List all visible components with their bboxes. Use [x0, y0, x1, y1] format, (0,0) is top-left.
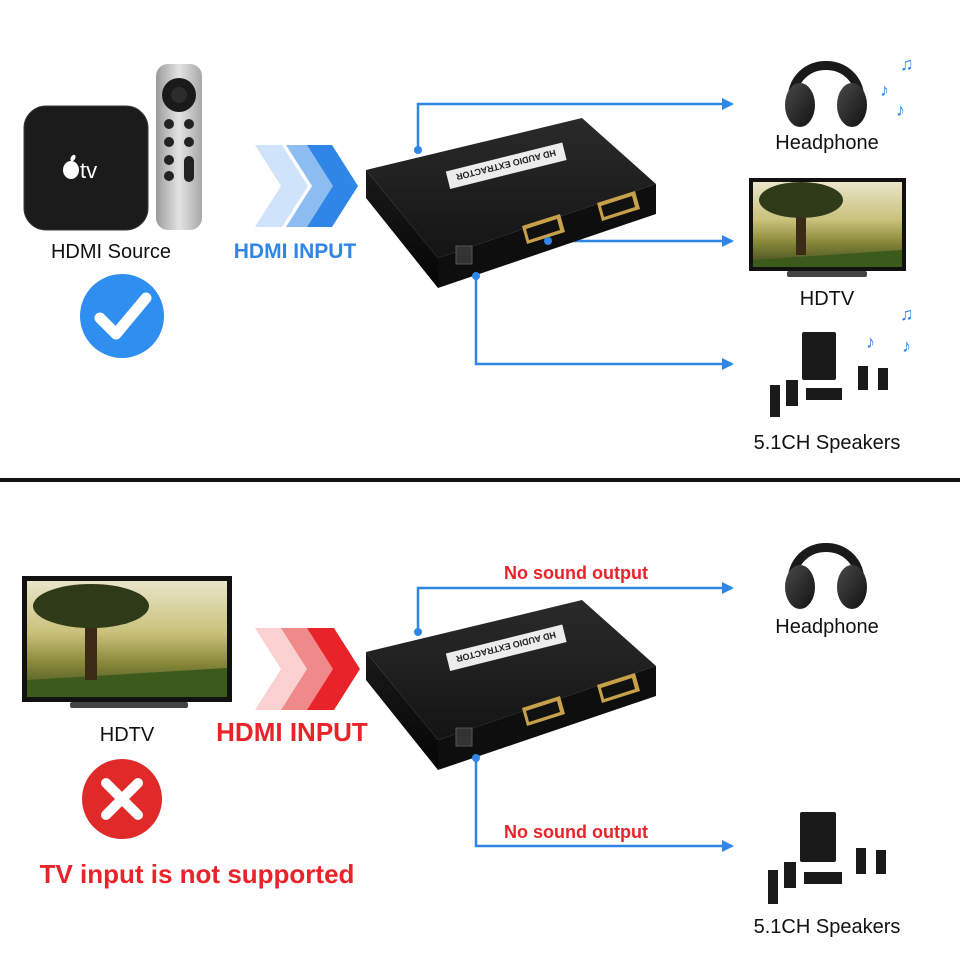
line-to-headphone	[416, 98, 734, 150]
headphone-icon	[785, 61, 867, 127]
svg-text:♪: ♪	[902, 336, 911, 356]
hdmi-port-icon	[597, 191, 640, 221]
line-to-speakers	[474, 758, 734, 852]
line-to-speakers	[474, 276, 734, 370]
hdmi-port-icon	[522, 214, 565, 244]
input-label: HDMI INPUT	[234, 240, 357, 263]
headphone-label: Headphone	[775, 132, 878, 154]
audio-extractor-device: HD AUDIO EXTRACTOR	[366, 118, 656, 288]
hdtv-source-icon	[22, 576, 232, 708]
headphone-icon	[785, 543, 867, 609]
source-label: HDMI Source	[51, 241, 171, 263]
svg-text:♪: ♪	[866, 332, 875, 352]
hdtv-icon	[749, 178, 906, 277]
line-to-headphone	[416, 582, 734, 632]
svg-text:♪: ♪	[896, 100, 905, 120]
input-chevrons-icon	[255, 145, 358, 227]
hdmi-port-icon	[522, 696, 565, 726]
hdtv-label: HDTV	[800, 288, 855, 310]
section-divider	[0, 478, 960, 482]
bottom-section: HDTV TV input is not supported HDMI INPU…	[22, 543, 901, 938]
source-label: HDTV	[100, 724, 155, 746]
music-notes-icon: ♪ ♫ ♪	[880, 54, 914, 120]
top-section: tv HDMI Source HDMI INPUT	[23, 54, 914, 454]
svg-text:♪: ♪	[880, 80, 889, 100]
output-lines	[416, 98, 734, 370]
input-label: HDMI INPUT	[216, 717, 368, 747]
check-icon	[80, 274, 164, 358]
cross-icon	[82, 759, 162, 839]
optical-port-icon	[455, 245, 473, 265]
input-chevrons-icon	[255, 628, 360, 710]
output-lines	[416, 582, 734, 852]
headphone-label: Headphone	[775, 616, 878, 638]
audio-extractor-device: HD AUDIO EXTRACTOR	[366, 600, 656, 770]
music-notes-icon: ♪ ♫ ♪	[866, 304, 914, 356]
svg-text:♫: ♫	[900, 304, 914, 324]
no-sound-label: No sound output	[504, 822, 648, 842]
svg-text:♫: ♫	[900, 54, 914, 74]
warning-text: TV input is not supported	[40, 859, 355, 889]
speakers-icon	[768, 812, 886, 904]
speakers-icon	[770, 332, 888, 417]
apple-tv-box: tv	[23, 105, 149, 231]
remote-control	[156, 64, 202, 230]
speakers-label: 5.1CH Speakers	[754, 916, 901, 938]
optical-port-icon	[455, 727, 473, 747]
hdmi-port-icon	[597, 673, 640, 703]
apple-logo-icon	[63, 154, 79, 179]
apple-tv-text: tv	[80, 158, 97, 183]
no-sound-label: No sound output	[504, 563, 648, 583]
speakers-label: 5.1CH Speakers	[754, 432, 901, 454]
